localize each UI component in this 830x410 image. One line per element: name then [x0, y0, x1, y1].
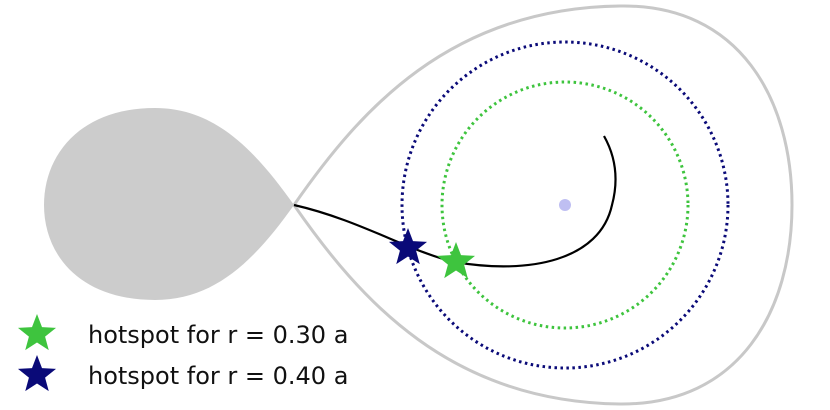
legend-star-icon	[17, 355, 57, 392]
donor-star-lobe	[44, 108, 294, 300]
legend: hotspot for r = 0.30 a hotspot for r = 0…	[17, 314, 348, 392]
accretor-dot	[559, 199, 571, 211]
legend-star-icon	[17, 314, 57, 351]
legend-label: hotspot for r = 0.30 a	[88, 321, 348, 349]
hotspot-star-r040	[388, 228, 428, 265]
hotspot-star-r030	[436, 242, 476, 279]
legend-item-r040: hotspot for r = 0.40 a	[17, 355, 348, 392]
inner-radius-ring	[440, 80, 690, 330]
accretion-stream-path	[293, 135, 617, 268]
legend-label: hotspot for r = 0.40 a	[88, 362, 348, 390]
legend-item-r030: hotspot for r = 0.30 a	[17, 314, 348, 351]
accretor-roche-lobe	[292, 4, 794, 406]
outer-radius-ring	[400, 40, 730, 370]
